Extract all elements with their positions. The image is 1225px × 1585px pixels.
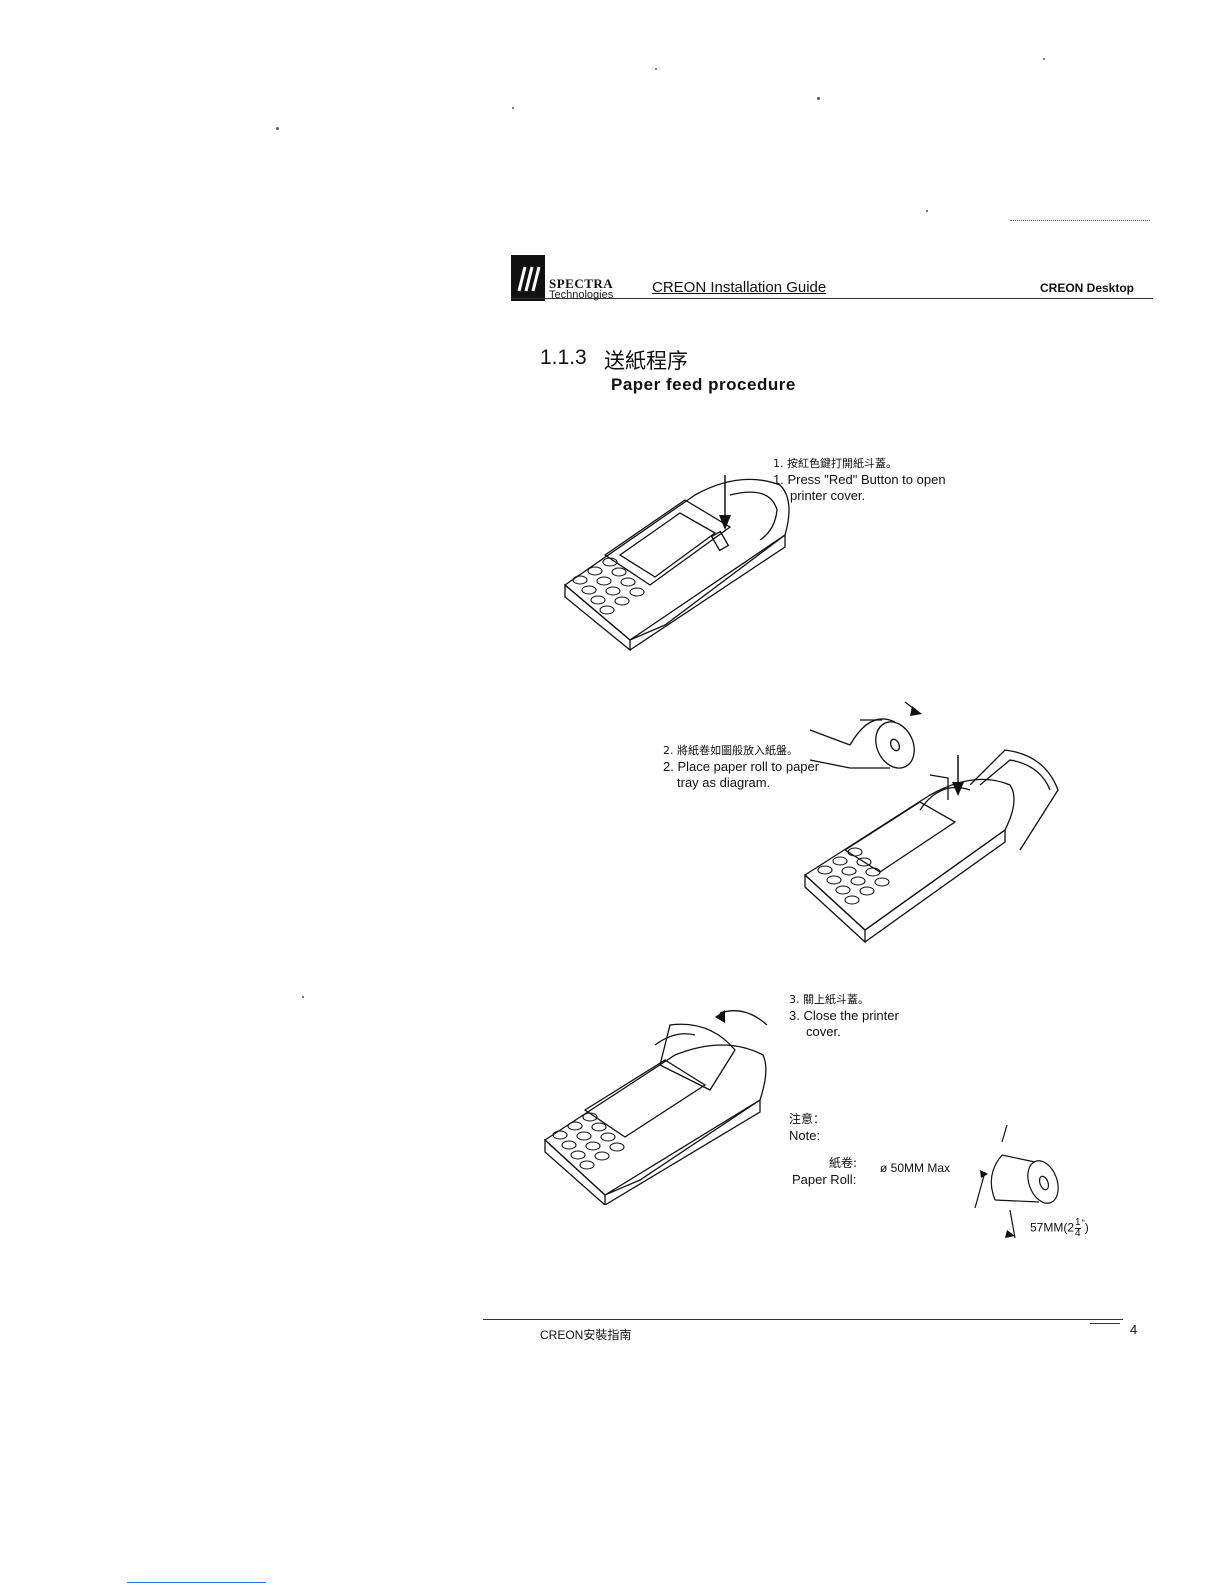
roll-width-main: 57MM(2 <box>1030 1220 1075 1235</box>
step-3-zh: 3. 關上紙斗蓋。 <box>789 993 869 1006</box>
note-label-en: Note: <box>789 1128 821 1143</box>
step-2-zh: 2. 將紙卷如圖般放入紙盤。 <box>663 744 798 757</box>
section-number: 1.1.3 <box>540 346 587 369</box>
step-1: 1. 按紅色鍵打開紙斗蓋。 1. Press "Red" Button to o… <box>773 456 946 504</box>
step-2-en-line2: tray as diagram. <box>677 775 771 790</box>
header-product: CREON Desktop <box>1040 281 1135 295</box>
paper-roll-diagram <box>974 1124 1059 1239</box>
footer-rule-short <box>1090 1323 1120 1324</box>
fraction-numerator: 1 <box>1075 1217 1081 1229</box>
section-title-en: Paper feed procedure <box>611 375 796 394</box>
speck <box>512 107 514 109</box>
speck <box>817 97 820 100</box>
step-1-en-line1: 1. Press "Red" Button to open <box>773 472 946 487</box>
speck <box>302 996 304 998</box>
brand-sub: Technologies <box>549 289 614 301</box>
paper-roll-label-en: Paper Roll: <box>792 1172 857 1187</box>
step-3-en-line2: cover. <box>806 1024 841 1039</box>
spectra-logo <box>511 255 545 301</box>
paper-roll-label-zh: 紙卷: <box>829 1156 858 1170</box>
step-3: 3. 關上紙斗蓋。 3. Close the printer cover. <box>789 992 899 1040</box>
speck <box>926 210 928 212</box>
header-rule <box>511 298 1153 299</box>
step-3-en-line1: 3. Close the printer <box>789 1008 899 1023</box>
note-label-zh: 注意： <box>789 1112 826 1126</box>
step-1-zh: 1. 按紅色鍵打開紙斗蓋。 <box>773 457 897 470</box>
terminal-cover-close-illustration <box>543 1010 768 1205</box>
step-1-en-line2: printer cover. <box>790 488 866 503</box>
scan-smudge <box>1010 216 1150 221</box>
inch-mark: " <box>1081 1218 1085 1228</box>
speck <box>276 127 279 130</box>
terminal-closed-illustration <box>563 475 790 652</box>
roll-width-close: ) <box>1084 1220 1089 1235</box>
fraction-denominator: 4 <box>1075 1228 1081 1239</box>
brand-name: SPECTRA <box>549 276 614 291</box>
footer-rule <box>483 1319 1123 1320</box>
roll-diameter: ø 50MM Max <box>880 1161 951 1175</box>
speck <box>655 68 657 70</box>
terminal-open-illustration <box>803 701 1059 944</box>
step-2-en-line1: 2. Place paper roll to paper <box>663 759 820 774</box>
page-number: 4 <box>1130 1322 1138 1337</box>
speck <box>1043 58 1045 60</box>
bottom-link-line <box>127 1582 266 1583</box>
section-title-zh: 送紙程序 <box>604 349 688 373</box>
footer-title: CREON安裝指南 <box>540 1328 632 1342</box>
step-2: 2. 將紙卷如圖般放入紙盤。 2. Place paper roll to pa… <box>663 743 819 791</box>
guide-title: CREON Installation Guide <box>652 279 827 296</box>
